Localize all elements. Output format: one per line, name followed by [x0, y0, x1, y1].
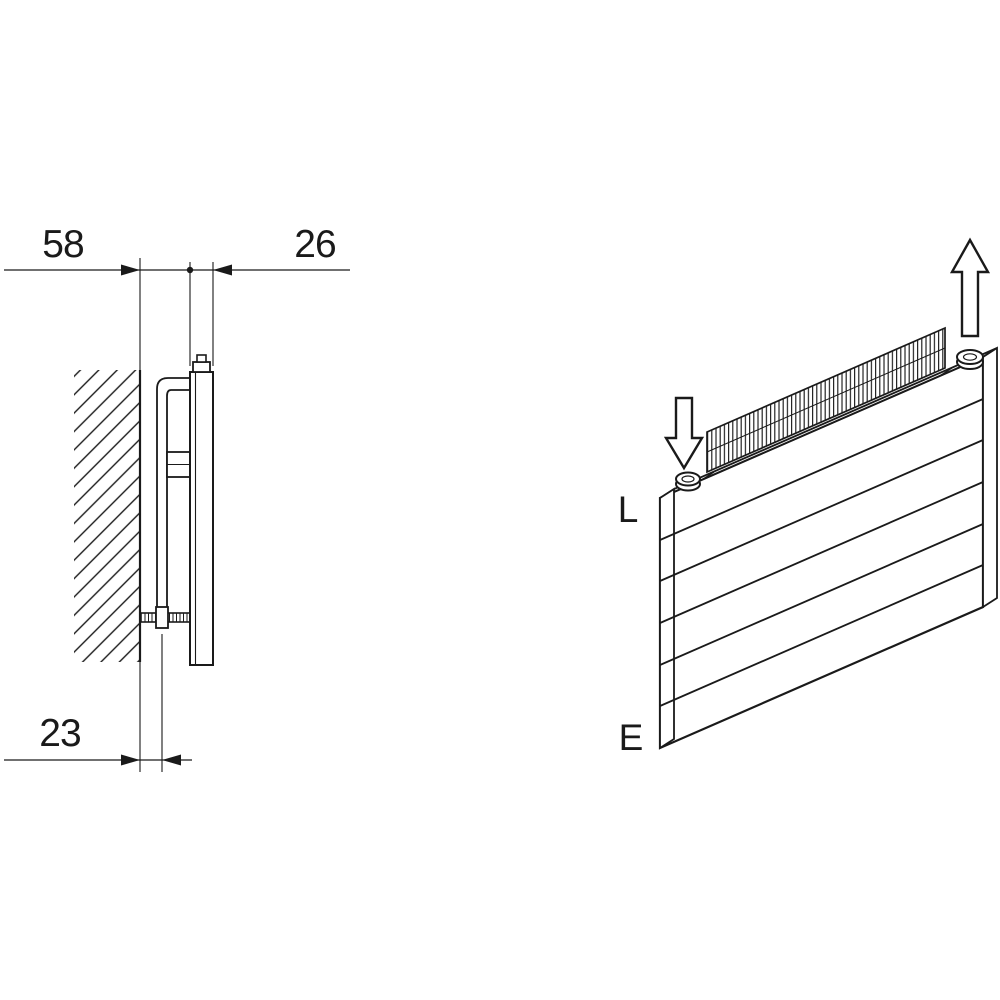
- connection-boss-left: [675, 471, 701, 492]
- groove-line: [659, 439, 984, 582]
- dimension-arrow-right-icon: [121, 264, 140, 276]
- panel-top-cap: [192, 361, 211, 373]
- fin-band-mid-line: [706, 347, 946, 453]
- dimension-value-58: 58: [42, 223, 83, 266]
- boss-opening: [681, 475, 695, 483]
- dimension-top: 58 26: [4, 223, 350, 370]
- wall-hatching: [74, 370, 140, 662]
- panel-body-section: [189, 371, 214, 666]
- radiator-body: [658, 346, 998, 750]
- boss-top: [956, 349, 984, 365]
- side-view: 58 26 23: [4, 223, 350, 772]
- connection-label-L: L: [618, 489, 639, 530]
- groove-line: [659, 481, 984, 624]
- connection-label-E: E: [619, 717, 644, 758]
- groove-line: [659, 523, 984, 666]
- boss-opening: [962, 353, 978, 361]
- flow-out-up-arrow-icon: [949, 237, 991, 338]
- panel-right-end-face: [982, 346, 998, 609]
- top-cap-joint-left: [699, 471, 715, 482]
- convector-fins: [706, 326, 946, 474]
- dimension-arrow-left-icon: [213, 264, 232, 276]
- dimension-arrow-left-icon: [162, 754, 181, 766]
- wall-bracket: [140, 377, 191, 629]
- bracket-hook-inner: [166, 389, 190, 612]
- flow-in-down-arrow-icon: [663, 396, 705, 471]
- dimension-bottom: 23: [4, 634, 192, 772]
- wall: [74, 370, 142, 662]
- boss-top: [675, 471, 701, 487]
- connection-boss-right: [956, 349, 984, 370]
- groove-line: [659, 398, 984, 541]
- panel-vent-knob: [196, 354, 207, 363]
- dimension-dot-terminator: [186, 266, 194, 274]
- panel-grooves: [659, 398, 984, 707]
- radiator-panel-side: [189, 354, 214, 666]
- dimension-value-23: 23: [39, 712, 80, 755]
- iso-view: L E: [618, 237, 998, 758]
- bracket-hook-outer: [156, 377, 190, 612]
- dimension-value-26: 26: [294, 223, 335, 266]
- dimension-arrow-right-icon: [121, 754, 140, 766]
- bracket-anchor-screw: [140, 606, 191, 629]
- screw-nut: [155, 606, 169, 629]
- top-cap-joint-right: [937, 367, 953, 378]
- groove-line: [659, 564, 984, 707]
